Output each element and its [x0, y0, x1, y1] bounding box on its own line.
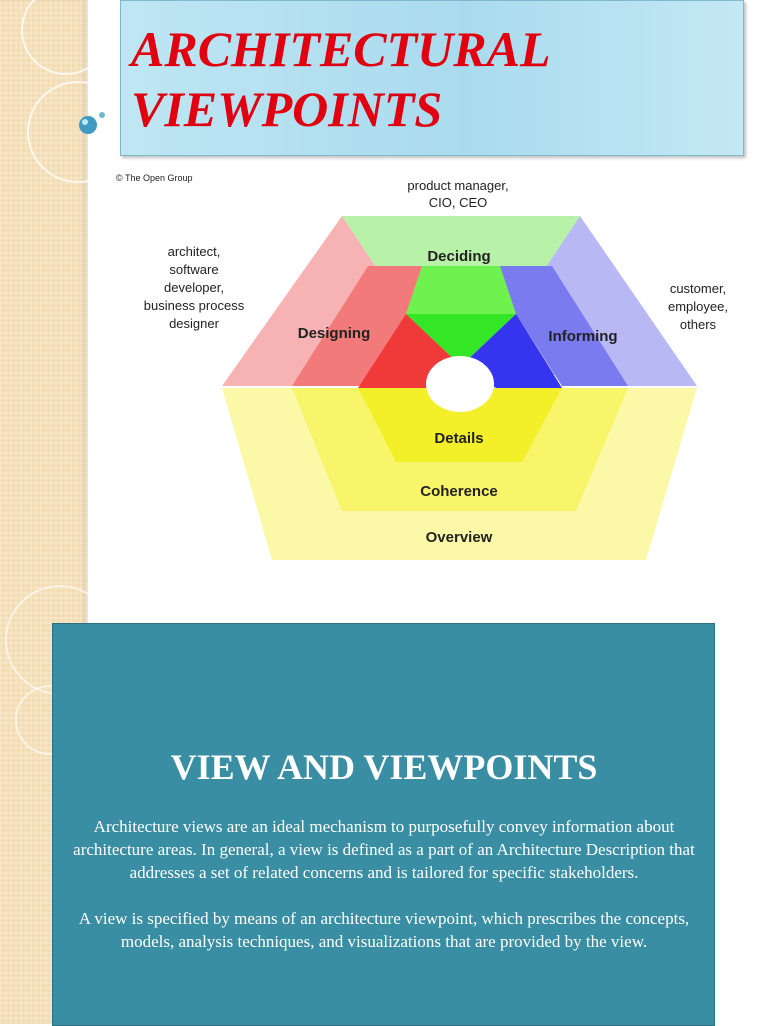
informing-label: Informing: [548, 328, 617, 345]
viewpoints-hexagon-diagram: © The Open Group product manager, CIO, C…: [116, 173, 728, 560]
slide-title: ARCHITECTURAL VIEWPOINTS: [131, 21, 551, 137]
panel-paragraph-2: A view is specified by means of an archi…: [78, 909, 690, 951]
top-stakeholders-line2: CIO, CEO: [429, 195, 488, 210]
details-band: [358, 388, 562, 462]
left-stakeholders-line2: software: [169, 262, 218, 277]
left-stakeholders-line5: designer: [169, 316, 220, 331]
architecture-viewpoints-diagram: © The Open Group product manager, CIO, C…: [106, 166, 768, 576]
deciding-middle-region: [406, 266, 516, 314]
copyright-label: © The Open Group: [116, 173, 193, 183]
panel-heading: VIEW AND VIEWPOINTS: [170, 747, 598, 787]
panel-body: Architecture views are an ideal mechanis…: [66, 815, 702, 976]
overview-label: Overview: [426, 529, 493, 546]
designing-middle-region: [292, 266, 422, 386]
right-stakeholders-line1: customer,: [670, 281, 726, 296]
title-box: ARCHITECTURAL VIEWPOINTS: [120, 0, 744, 156]
top-stakeholders-line1: product manager,: [407, 178, 508, 193]
right-stakeholders-line2: employee,: [668, 299, 728, 314]
details-label: Details: [434, 430, 483, 447]
view-and-viewpoints-panel: [52, 623, 715, 1026]
coherence-label: Coherence: [420, 483, 498, 500]
side-strip-border: [86, 0, 88, 1024]
left-stakeholders-line1: architect,: [168, 244, 221, 259]
deciding-inner-region: [406, 314, 516, 366]
informing-middle-region: [500, 266, 628, 386]
panel-paragraph-1: Architecture views are an ideal mechanis…: [73, 817, 695, 882]
left-stakeholders-line3: developer,: [164, 280, 224, 295]
deciding-label: Deciding: [427, 248, 490, 265]
center-hole: [426, 356, 494, 412]
designing-label: Designing: [298, 325, 371, 342]
right-stakeholders-line3: others: [680, 317, 717, 332]
left-stakeholders-line4: business process: [144, 298, 245, 313]
